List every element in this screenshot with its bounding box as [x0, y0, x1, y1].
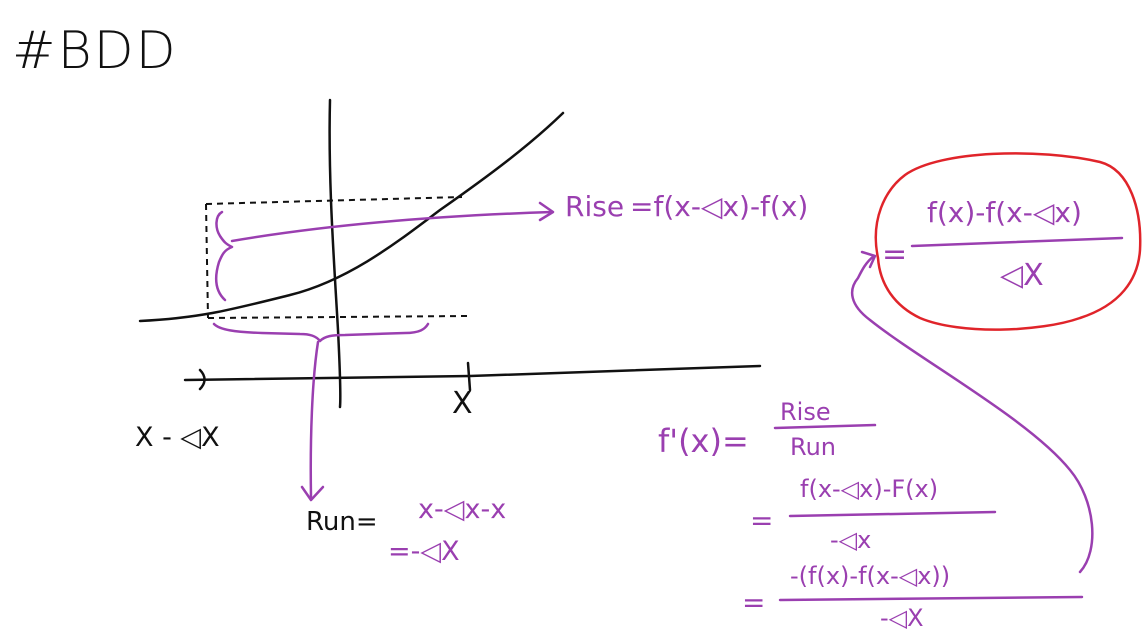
connector-arrow	[850, 254, 1094, 574]
derivation-line2-den: -◁x	[830, 526, 871, 554]
run-arrow-head	[300, 485, 325, 502]
boxed-denominator: ◁X	[1000, 258, 1044, 293]
dotted-box-top	[205, 196, 463, 205]
derivative-frac1-bar	[773, 423, 877, 430]
derivation-line2-num: f(x-◁x)-F(x)	[800, 475, 938, 503]
derivation-line3-eq: =	[742, 586, 765, 619]
derivative-rise: Rise	[780, 398, 831, 426]
derivative-run: Run	[790, 433, 836, 461]
run-line1: x-◁x-x	[418, 494, 506, 525]
x-minus-tick	[198, 368, 206, 391]
derivation-line3-bar	[778, 595, 1084, 602]
rise-expression: =f(x-◁x)-f(x)	[630, 190, 808, 223]
x-tick-label: X	[452, 386, 473, 421]
rise-annotation: Rise =f(x-◁x)-f(x)	[214, 190, 808, 302]
derivation-line2-eq: =	[750, 504, 773, 537]
rise-arrow	[230, 210, 554, 243]
x-tick	[466, 361, 472, 392]
derivation: f'(x)= Rise Run = f(x-◁x)-F(x) -◁x = -(f…	[658, 398, 1084, 632]
boxed-numerator: f(x)-f(x-◁x)	[927, 196, 1082, 229]
page-title: #BDD	[12, 21, 178, 81]
boxed-result: = f(x)-f(x-◁x) ◁X	[850, 152, 1142, 574]
curve	[138, 111, 565, 323]
rise-arrow-head	[538, 201, 555, 222]
run-brace	[212, 322, 430, 343]
derivation-line3-den: -◁X	[880, 604, 924, 632]
rise-brace	[214, 210, 234, 302]
boxed-fraction-bar	[910, 236, 1124, 248]
derivative-lhs: f'(x)=	[658, 422, 749, 460]
derivation-line3-num: -(f(x)-f(x-◁x))	[790, 562, 950, 590]
derivation-line2-bar	[788, 510, 997, 518]
y-axis	[328, 98, 342, 409]
run-annotation: Run= x-◁x-x =-◁X	[212, 322, 506, 567]
dotted-box-left	[205, 203, 209, 319]
run-line2: =-◁X	[388, 536, 460, 567]
graph: X X - ◁X	[135, 98, 762, 453]
connector-arrow-head	[860, 250, 877, 269]
rise-label: Rise	[565, 190, 624, 223]
run-label: Run=	[306, 507, 378, 537]
red-loop	[874, 152, 1142, 331]
x-axis	[183, 364, 762, 382]
boxed-equals: =	[882, 237, 907, 272]
x-minus-tick-label: X - ◁X	[135, 422, 220, 453]
run-arrow	[309, 340, 320, 499]
